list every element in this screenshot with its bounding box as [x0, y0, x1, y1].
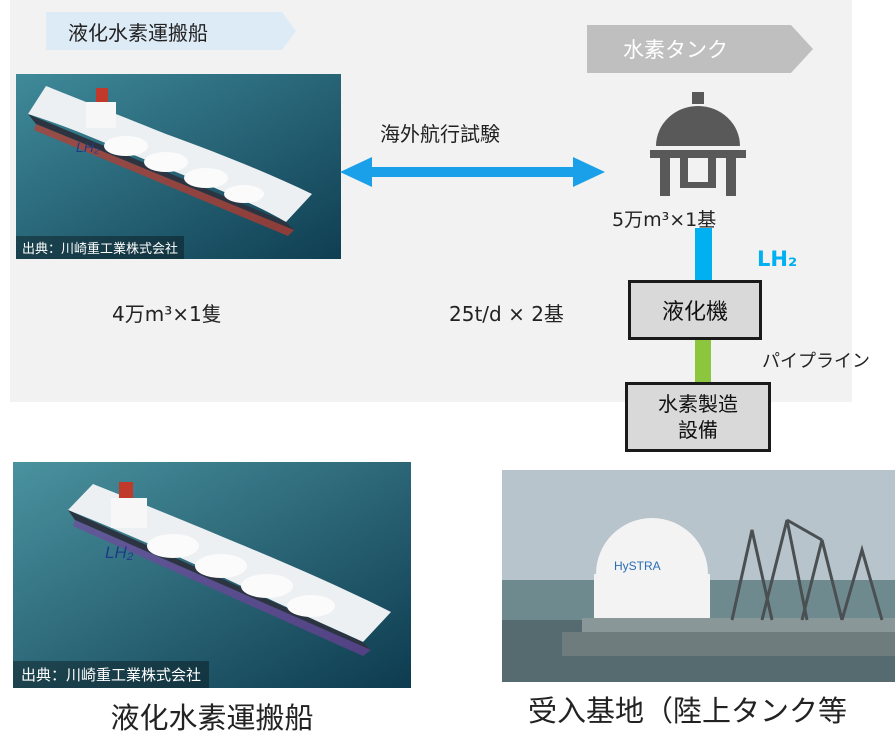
terminal-tank-logo: HySTRA — [614, 559, 661, 573]
pipeline-label: パイプライン — [762, 351, 870, 372]
ship-tag-label: 液化水素運搬船 — [68, 20, 208, 45]
lh2-label: LH₂ — [757, 247, 798, 271]
tank-section-tag: 水素タンク — [587, 25, 813, 73]
ship-photo-credit-bottom: 出典：川崎重工業株式会社 — [13, 661, 210, 688]
double-arrow-icon — [340, 157, 605, 187]
ship-photo-credit: 出典：川崎重工業株式会社 — [16, 236, 185, 259]
ship-section-tag: 液化水素運搬船 — [46, 12, 296, 50]
ship-capacity-label: 4万m³×1隻 — [112, 302, 222, 326]
tank-tag-label: 水素タンク — [623, 38, 728, 62]
tank-capacity-label: 5万m³×1基 — [612, 209, 717, 231]
liquefier-box: 液化機 — [628, 280, 762, 340]
voyage-test-label: 海外航行試験 — [380, 122, 500, 146]
ship-photo-bottom: LH₂ 出典：川崎重工業株式会社 — [13, 462, 411, 688]
production-label-line2: 設備 — [678, 418, 718, 442]
lh2-hull-logo-bottom: LH₂ — [105, 543, 134, 562]
terminal-photo: HySTRA — [502, 470, 895, 682]
production-facility-box: 水素製造 設備 — [625, 382, 771, 452]
hydrogen-tank-icon — [650, 92, 746, 196]
lh2-hull-logo: LH₂ — [76, 139, 100, 155]
ship-photo-top: LH₂ 出典：川崎重工業株式会社 — [16, 74, 341, 259]
lh2-pipe — [695, 228, 712, 281]
production-label-line1: 水素製造 — [658, 392, 738, 416]
terminal-caption: 受入基地（陸上タンク等 — [528, 694, 848, 728]
liquefier-capacity-label: 25t/d × 2基 — [449, 302, 564, 326]
pipeline-pipe — [695, 340, 711, 382]
ship-caption: 液化水素運搬船 — [110, 701, 314, 735]
